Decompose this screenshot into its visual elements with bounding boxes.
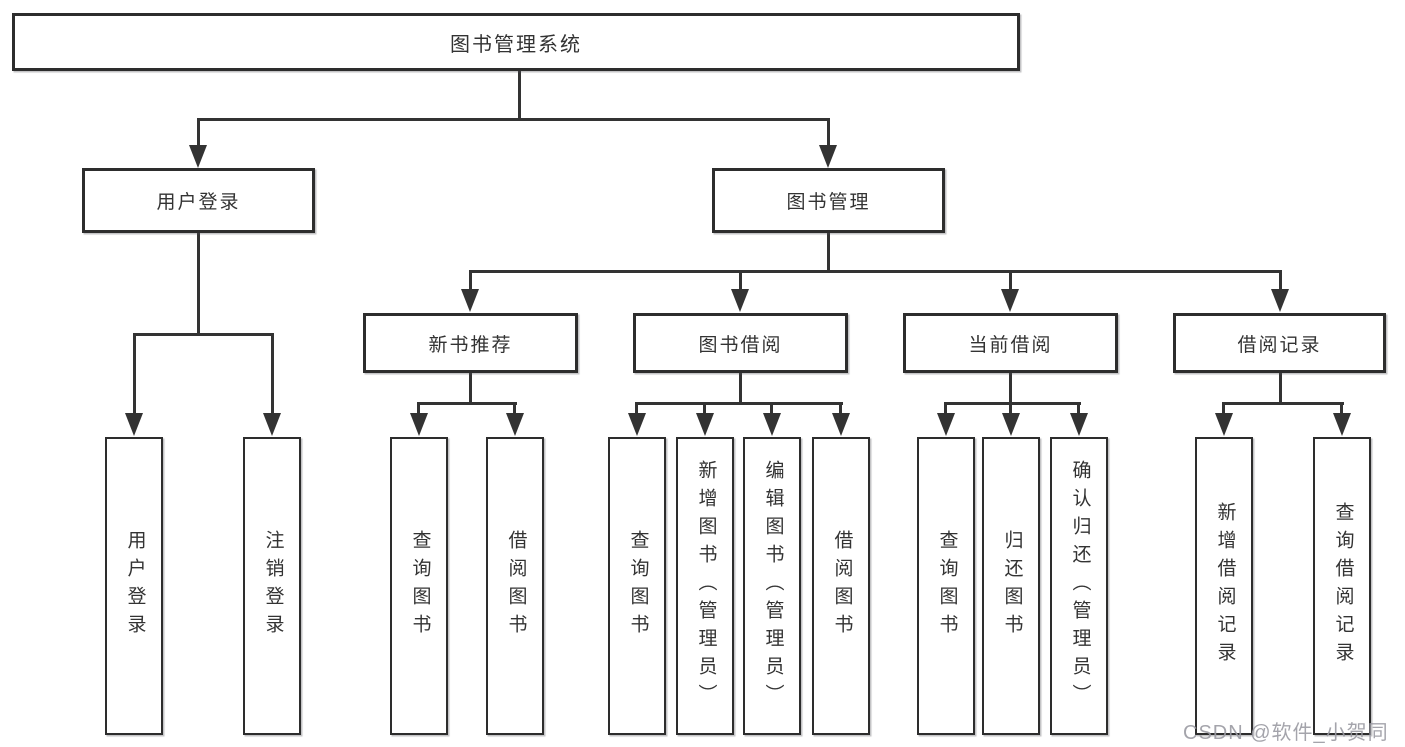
connector-current-borrow-stem — [1009, 371, 1012, 405]
connector-new-book-hline — [418, 402, 517, 405]
arrowhead-leaf — [763, 413, 781, 436]
connector-borrow-records-stem — [1279, 371, 1282, 405]
connector-user-login-stem — [197, 230, 200, 336]
node-book-management: 图书管理 — [712, 168, 945, 233]
arrowhead-leaf — [1333, 413, 1351, 436]
connector-level2-hline — [197, 118, 830, 121]
node-borrow-books-recommend: 借阅图书 — [486, 437, 544, 735]
node-add-book-admin: 新增图书（管理员） — [676, 437, 734, 735]
node-add-borrow-record: 新增借阅记录 — [1195, 437, 1253, 735]
node-borrowing-records: 借阅记录 — [1173, 313, 1386, 373]
connector-drop-leaf — [1340, 402, 1343, 414]
connector-root-stem — [518, 70, 521, 120]
connector-book-borrow-hline — [636, 402, 843, 405]
connector-borrow-records-hline — [1223, 402, 1344, 405]
arrowhead-leaf — [1215, 413, 1233, 436]
arrowhead-leaf — [696, 413, 714, 436]
connector-drop-leaf — [1077, 402, 1080, 414]
connector-drop-leaf — [944, 402, 947, 414]
connector-drop-login-leaf — [133, 333, 136, 413]
connector-drop-leaf — [1009, 402, 1012, 414]
connector-drop-leaf — [770, 402, 773, 414]
connector-drop-leaf — [703, 402, 706, 414]
csdn-watermark: CSDN @软件_小贺同学 — [1183, 722, 1389, 744]
arrowhead-leaf — [628, 413, 646, 436]
connector-drop-logout-leaf — [271, 333, 274, 413]
connector-drop-new-book — [469, 270, 472, 290]
connector-drop-borrow-records — [1279, 270, 1282, 290]
connector-current-borrow-hline — [945, 402, 1081, 405]
connector-drop-current-borrow — [1009, 270, 1012, 290]
node-return-books: 归还图书 — [982, 437, 1040, 735]
connector-drop-book-borrow — [739, 270, 742, 290]
node-current-borrowing: 当前借阅 — [903, 313, 1118, 373]
connector-user-login-hline — [133, 333, 274, 336]
connector-drop-book-mgmt — [827, 118, 830, 148]
arrowhead-leaf — [1002, 413, 1020, 436]
connector-book-mgmt-stem — [827, 230, 830, 273]
arrowhead-login-leaf — [125, 413, 143, 436]
connector-drop-leaf — [417, 402, 420, 414]
node-logout-leaf: 注销登录 — [243, 437, 301, 735]
arrowhead-leaf — [832, 413, 850, 436]
node-user-login-leaf: 用户登录 — [105, 437, 163, 735]
node-query-books-recommend: 查询图书 — [390, 437, 448, 735]
connector-drop-leaf — [513, 402, 516, 414]
arrowhead-new-book — [461, 289, 479, 312]
node-confirm-return-admin: 确认归还（管理员） — [1050, 437, 1108, 735]
node-query-books-borrowing: 查询图书 — [608, 437, 666, 735]
node-edit-book-admin: 编辑图书（管理员） — [743, 437, 801, 735]
node-query-books-current: 查询图书 — [917, 437, 975, 735]
arrowhead-user-login — [189, 145, 207, 168]
node-book-borrowing: 图书借阅 — [633, 313, 848, 373]
arrowhead-logout-leaf — [263, 413, 281, 436]
connector-drop-user-login — [197, 118, 200, 148]
arrowhead-leaf — [1070, 413, 1088, 436]
connector-book-borrow-stem — [739, 371, 742, 405]
arrowhead-book-mgmt — [819, 145, 837, 168]
connector-drop-leaf — [839, 402, 842, 414]
node-new-book-recommendation: 新书推荐 — [363, 313, 578, 373]
arrowhead-leaf — [937, 413, 955, 436]
arrowhead-current-borrow — [1001, 289, 1019, 312]
arrowhead-book-borrow — [731, 289, 749, 312]
node-borrow-books-borrowing: 借阅图书 — [812, 437, 870, 735]
arrowhead-leaf — [506, 413, 524, 436]
node-user-login: 用户登录 — [82, 168, 315, 233]
connector-new-book-stem — [469, 371, 472, 405]
node-library-management-system: 图书管理系统 — [12, 13, 1020, 71]
connector-drop-leaf — [1222, 402, 1225, 414]
node-query-borrow-record: 查询借阅记录 — [1313, 437, 1371, 735]
connector-level3-hline — [469, 270, 1282, 273]
connector-drop-leaf — [635, 402, 638, 414]
arrowhead-leaf — [410, 413, 428, 436]
arrowhead-borrow-records — [1271, 289, 1289, 312]
